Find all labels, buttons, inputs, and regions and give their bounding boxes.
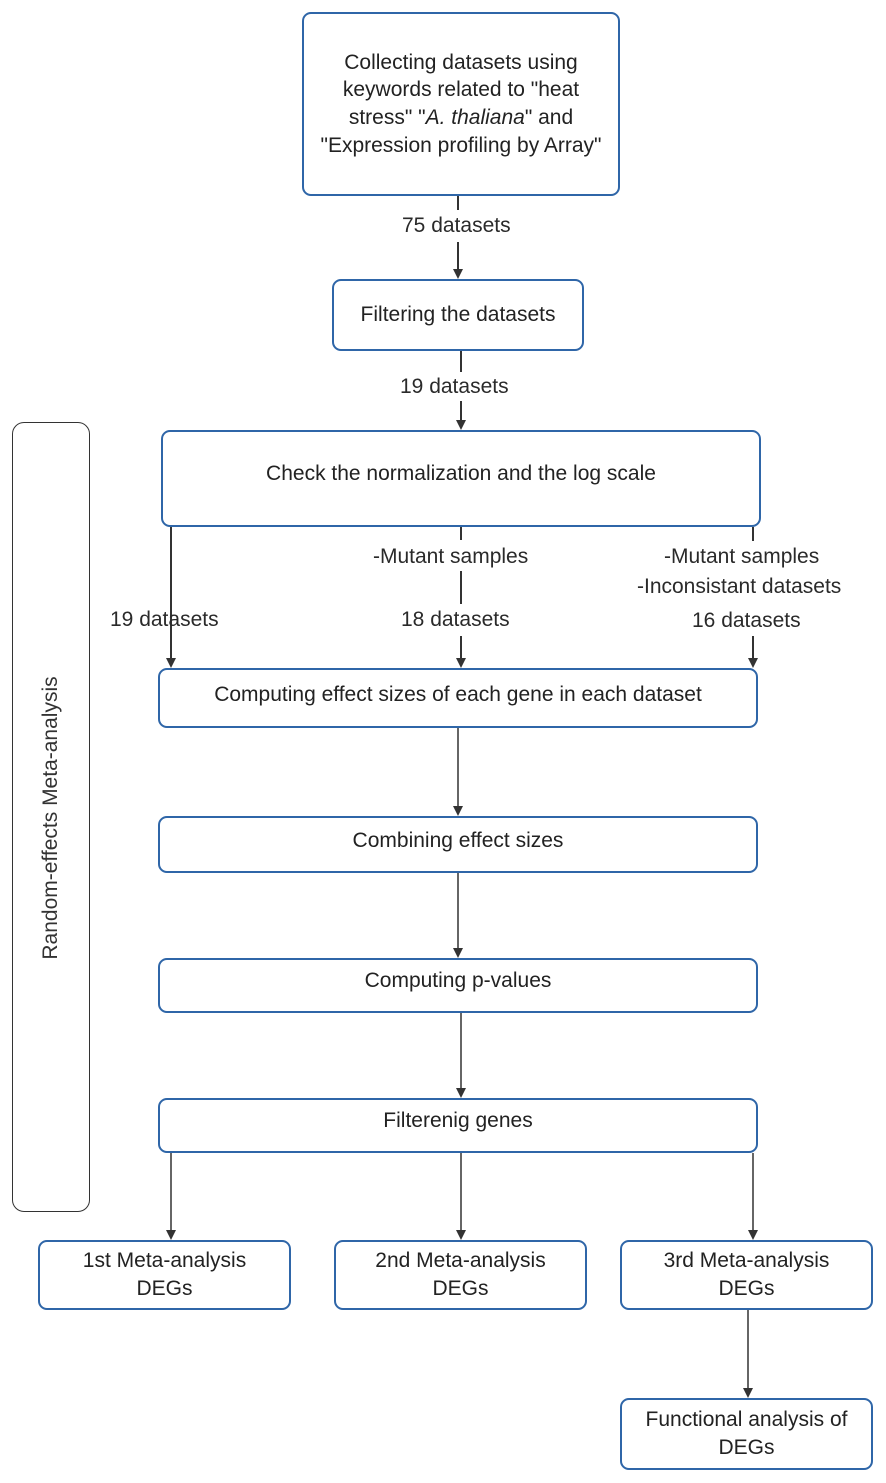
label-19-datasets-left: 19 datasets bbox=[110, 608, 219, 631]
label-mutant-samples-mid: -Mutant samples bbox=[373, 545, 529, 568]
label-mutant-samples-right: -Mutant samples bbox=[664, 545, 820, 568]
label-16-datasets: 16 datasets bbox=[692, 609, 801, 632]
collect-datasets-box: Collecting datasets using keywords relat… bbox=[302, 12, 620, 196]
compute-pvalues-box: Computing p-values bbox=[158, 958, 758, 1013]
meta-analysis-group bbox=[12, 422, 90, 1212]
filter-genes-box: Filterenig genes bbox=[158, 1098, 758, 1153]
label-18-datasets: 18 datasets bbox=[401, 608, 510, 631]
label-75-datasets: 75 datasets bbox=[402, 214, 511, 237]
collect-text: Collecting datasets using keywords relat… bbox=[320, 50, 602, 157]
meta1-degs-box: 1st Meta-analysis DEGs bbox=[38, 1240, 291, 1310]
filter-datasets-box: Filtering the datasets bbox=[332, 279, 584, 351]
functional-analysis-box: Functional analysis of DEGs bbox=[620, 1398, 873, 1470]
label-19-datasets-top: 19 datasets bbox=[400, 375, 509, 398]
meta2-degs-box: 2nd Meta-analysis DEGs bbox=[334, 1240, 587, 1310]
meta3-degs-box: 3rd Meta-analysis DEGs bbox=[620, 1240, 873, 1310]
label-inconsistent-datasets: -Inconsistant datasets bbox=[637, 575, 842, 598]
compute-effect-sizes-box: Computing effect sizes of each gene in e… bbox=[158, 668, 758, 728]
check-normalization-box: Check the normalization and the log scal… bbox=[161, 430, 761, 527]
side-label: Random-effects Meta-analysis bbox=[39, 676, 62, 960]
combine-effect-sizes-box: Combining effect sizes bbox=[158, 816, 758, 873]
